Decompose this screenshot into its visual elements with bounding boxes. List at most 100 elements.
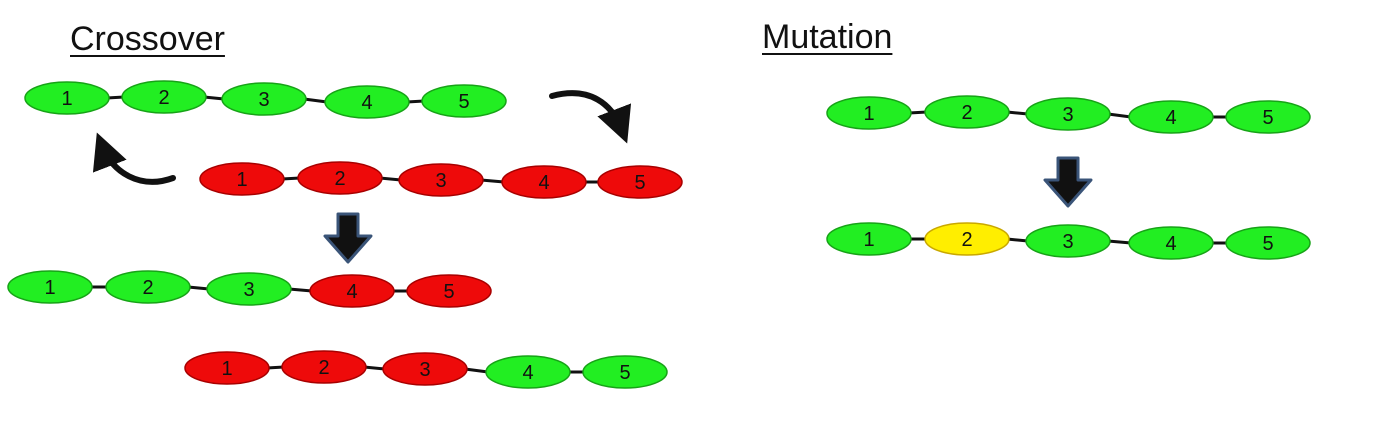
gene-green: 1 [826,96,912,130]
gene-green: 4 [1128,226,1214,260]
gene-ellipse [1025,224,1111,258]
gene-link [379,176,402,182]
gene-red: 5 [597,165,683,199]
gene-label: 1 [863,103,874,125]
gene-green: 4 [324,85,410,119]
gene-ellipse [184,351,270,385]
mutation-after-chromosome: 1 2 3 4 5 [826,222,1311,260]
gene-label: 1 [221,358,232,380]
gene-ellipse [206,272,292,306]
gene-red: 3 [398,163,484,197]
gene-green: 3 [221,82,307,116]
gene-label: 4 [1165,233,1176,255]
gene-label: 5 [619,362,630,384]
gene-ellipse [406,274,492,308]
gene-link [480,178,505,184]
swap-arrow-icon-right [549,90,632,144]
gene-label: 1 [236,169,247,191]
gene-green: 2 [121,80,207,114]
down-arrow-icon-mutation [1043,156,1093,208]
gene-label: 2 [158,87,169,109]
gene-label: 2 [318,357,329,379]
gene-green: 5 [1225,226,1311,260]
gene-ellipse [924,222,1010,256]
gene-link [363,365,386,371]
parent-b-chromosome: 1 2 3 4 5 [199,161,683,199]
gene-ellipse [582,355,668,389]
gene-red: 1 [199,162,285,196]
gene-label: 3 [1062,231,1073,253]
gene-ellipse [297,161,383,195]
gene-red: 5 [406,274,492,308]
gene-ellipse [1225,226,1311,260]
gene-red: 3 [382,352,468,386]
gene-label: 1 [863,229,874,251]
gene-label: 4 [346,281,357,303]
gene-green: 5 [582,355,668,389]
gene-green: 1 [826,222,912,256]
gene-link [908,110,928,115]
mutation-title: Mutation [762,18,893,56]
gene-ellipse [121,80,207,114]
gene-green: 2 [924,95,1010,129]
gene-yellow: 2 [924,222,1010,256]
gene-green: 1 [7,270,93,304]
gene-link [1107,112,1132,119]
gene-ellipse [485,355,571,389]
gene-green: 4 [485,355,571,389]
gene-ellipse [826,222,912,256]
gene-label: 5 [443,281,454,303]
gene-red: 2 [281,350,367,384]
gene-link [303,97,328,104]
gene-green: 1 [24,81,110,115]
gene-green: 5 [1225,100,1311,134]
gene-label: 2 [961,229,972,251]
gene-red: 1 [184,351,270,385]
gene-ellipse [24,81,110,115]
parent-a-chromosome: 1 2 3 4 5 [24,80,507,119]
gene-ellipse [826,96,912,130]
gene-label: 2 [142,277,153,299]
gene-label: 1 [61,88,72,110]
gene-label: 2 [961,102,972,124]
gene-green: 3 [1025,224,1111,258]
gene-green: 3 [1025,97,1111,131]
gene-ellipse [924,95,1010,129]
gene-ellipse [1128,226,1214,260]
gene-red: 2 [297,161,383,195]
gene-ellipse [382,352,468,386]
gene-label: 4 [538,172,549,194]
gene-label: 5 [634,172,645,194]
gene-link [464,367,489,374]
gene-link [288,287,313,293]
gene-link [266,365,285,370]
gene-ellipse [421,84,507,118]
gene-link [106,95,125,100]
gene-label: 2 [334,168,345,190]
gene-ellipse [105,270,191,304]
gene-ellipse [501,165,587,199]
gene-link [1107,239,1132,245]
gene-label: 4 [522,362,533,384]
gene-link [187,285,210,291]
child-b-chromosome: 1 2 3 4 5 [184,350,668,389]
gene-label: 3 [258,89,269,111]
crossover-title: Crossover [70,20,225,58]
gene-ellipse [221,82,307,116]
gene-green: 5 [421,84,507,118]
gene-label: 3 [1062,104,1073,126]
gene-ellipse [597,165,683,199]
gene-ellipse [398,163,484,197]
gene-ellipse [324,85,410,119]
gene-ellipse [1025,97,1111,131]
gene-ellipse [1225,100,1311,134]
gene-green: 4 [1128,100,1214,134]
gene-label: 1 [44,277,55,299]
gene-label: 5 [458,91,469,113]
gene-ellipse [281,350,367,384]
gene-ellipse [7,270,93,304]
